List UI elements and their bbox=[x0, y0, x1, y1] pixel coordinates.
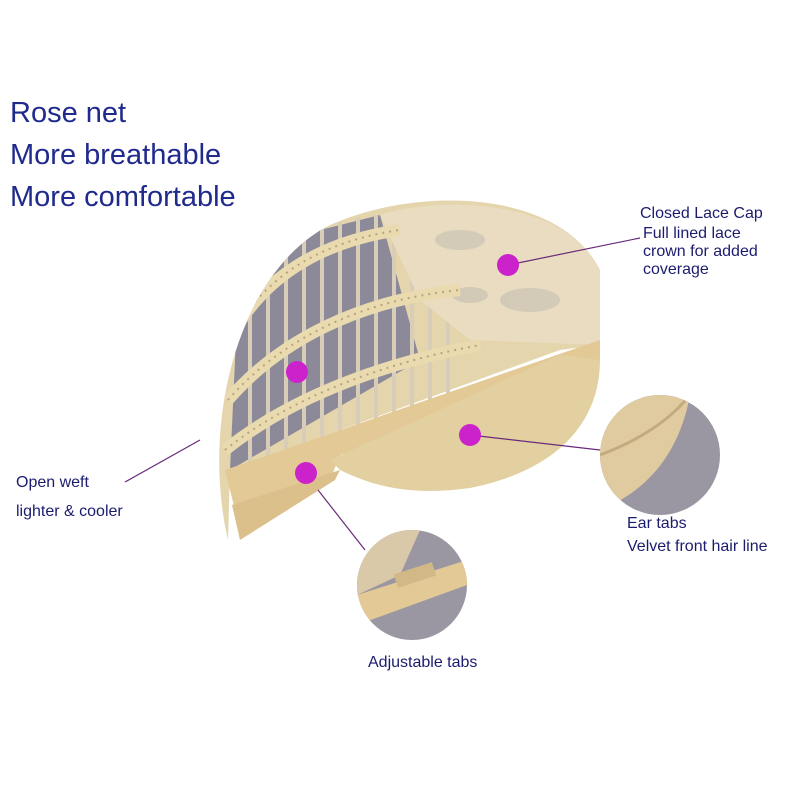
ear-tabs-line-2: Velvet front hair line bbox=[627, 538, 768, 555]
wig-cap bbox=[219, 200, 600, 540]
lace-cap-marker-dot bbox=[497, 254, 519, 276]
lace-cap-line-1: Full lined lace bbox=[643, 225, 741, 242]
ear-tabs-line-1: Ear tabs bbox=[627, 515, 687, 532]
adjustable-tab-marker-dot bbox=[295, 462, 317, 484]
lace-cap-line-2: crown for added bbox=[643, 243, 758, 260]
lace-cap-line-3: coverage bbox=[643, 261, 709, 278]
ear-tab-detail-photo bbox=[600, 395, 720, 515]
adjustable-tab-detail-photo bbox=[357, 530, 467, 640]
open-weft-marker-dot bbox=[286, 361, 308, 383]
open-weft-line-1: Open weft bbox=[16, 474, 89, 491]
headline-rose-net: Rose net bbox=[10, 97, 127, 129]
ear-tab-marker-dot bbox=[459, 424, 481, 446]
callout-lines bbox=[124, 237, 641, 551]
open-weft-line-2: lighter & cooler bbox=[16, 503, 123, 520]
headline-comfortable: More comfortable bbox=[10, 181, 236, 213]
headline-breathable: More breathable bbox=[10, 139, 222, 171]
adjustable-tabs-label: Adjustable tabs bbox=[368, 654, 478, 671]
lace-cap-title: Closed Lace Cap bbox=[640, 205, 763, 222]
